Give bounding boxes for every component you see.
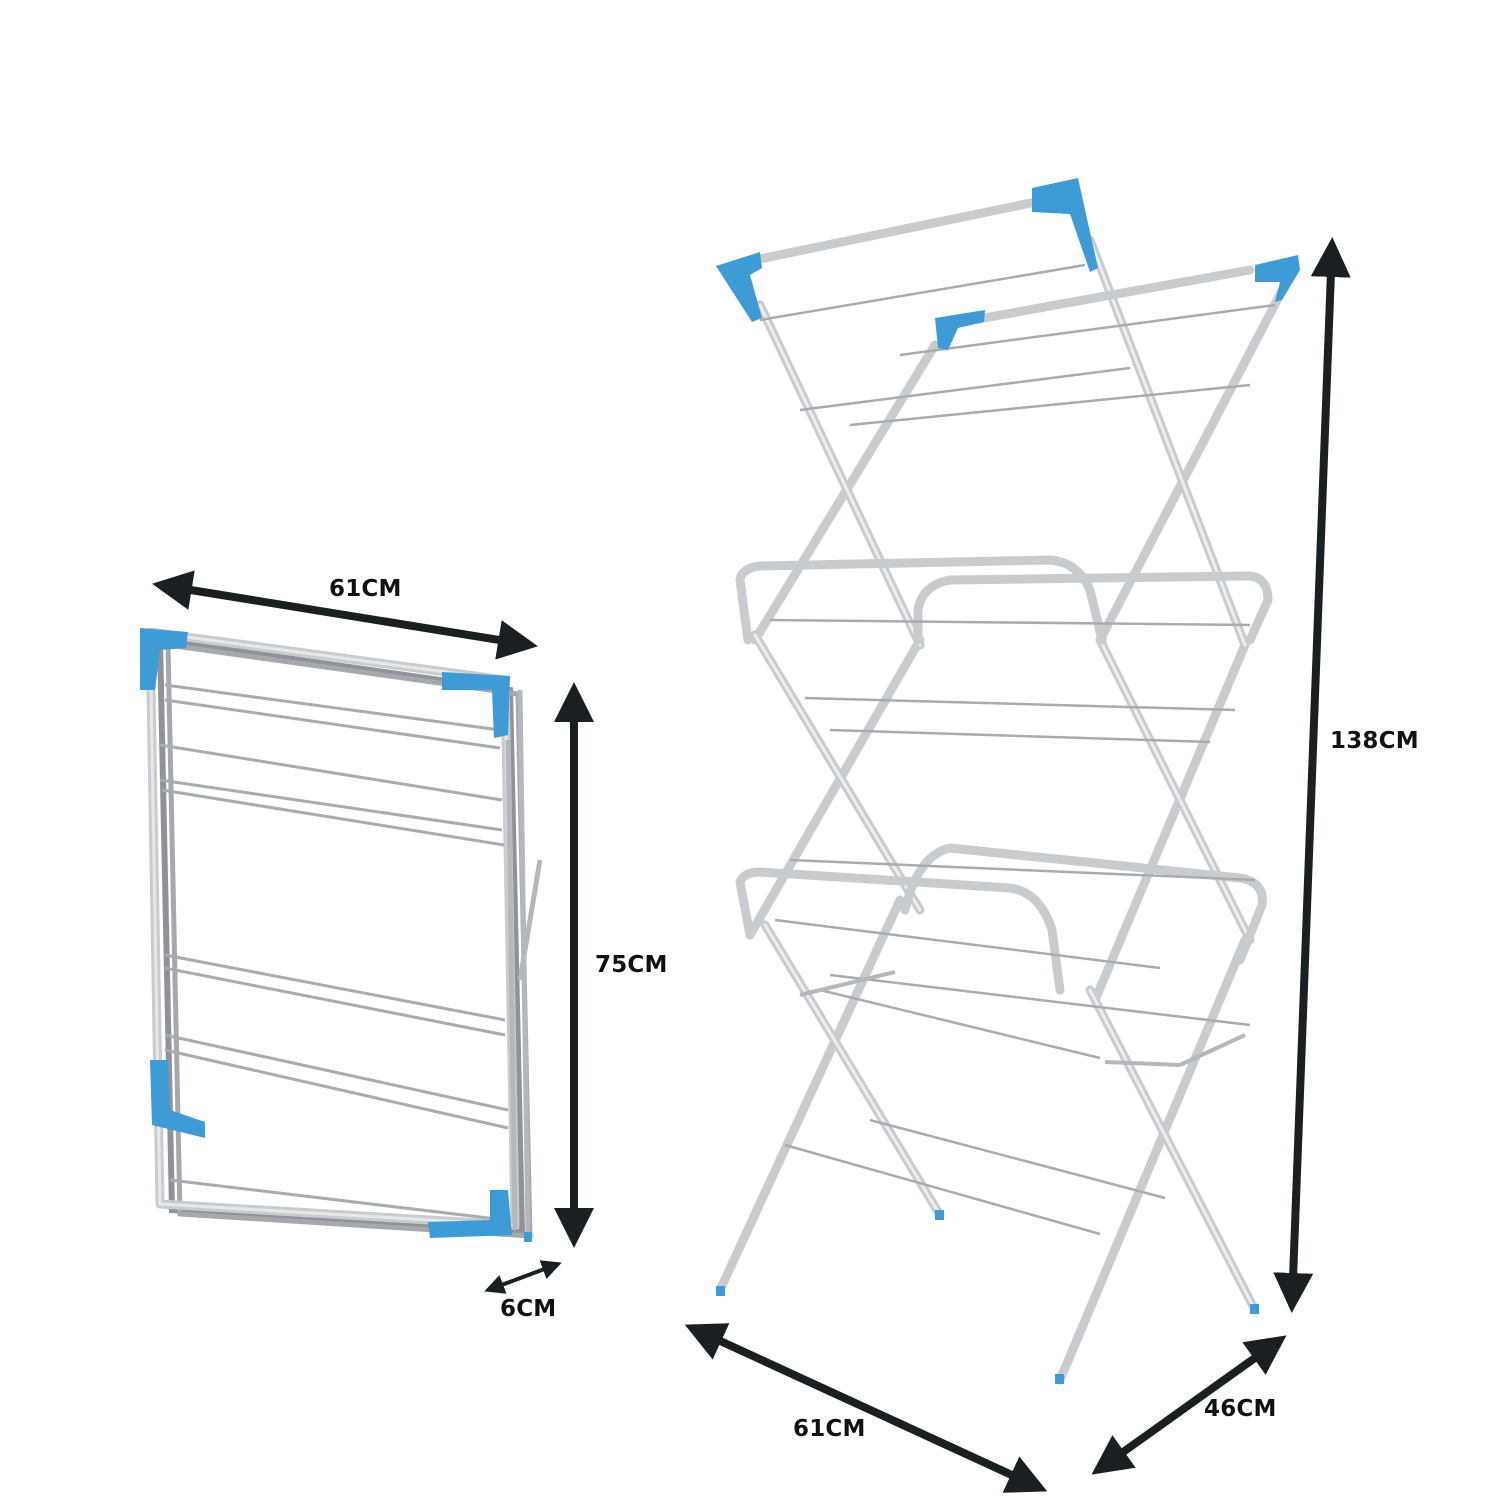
unfolded-airer-illustration <box>715 178 1300 1385</box>
unfolded-width-arrow <box>684 1323 1048 1493</box>
foot-cap-icons <box>716 1210 1259 1384</box>
unfolded-height-label: 138CM <box>1330 728 1419 754</box>
folded-height-label: 75CM <box>595 952 668 978</box>
unfolded-depth-label: 46CM <box>1204 1396 1277 1422</box>
folded-depth-label: 6CM <box>500 1296 557 1322</box>
folded-width-arrow <box>152 570 538 660</box>
folded-depth-arrow <box>484 1260 562 1294</box>
unfolded-width-label: 61CM <box>793 1416 866 1442</box>
unfolded-depth-arrow <box>1091 1335 1287 1475</box>
corner-cap-icons <box>140 628 512 1238</box>
folded-airer-illustration <box>140 627 543 1242</box>
unfolded-height-arrow <box>1273 237 1351 1313</box>
folded-width-label: 61CM <box>329 576 402 602</box>
